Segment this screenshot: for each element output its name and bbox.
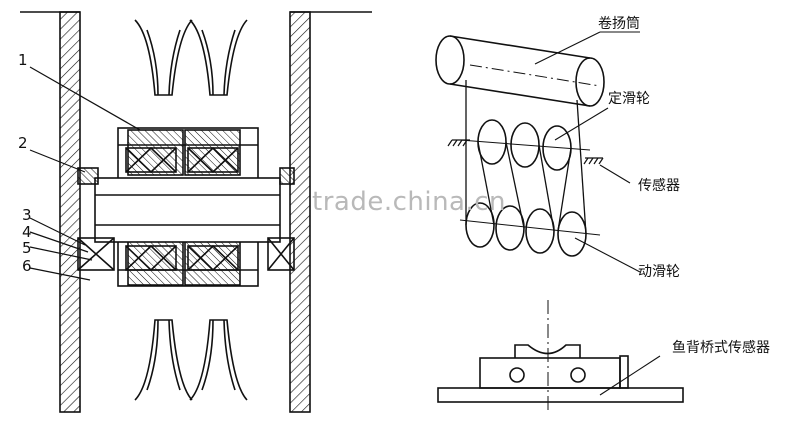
label-sensor: 传感器 [638, 177, 680, 194]
label-fixed-pulley: 定滑轮 [608, 90, 650, 107]
bearing-lower-left [125, 244, 177, 272]
callout-2: 2 [18, 134, 28, 152]
right-side-plate [289, 11, 372, 413]
fixed-pulleys [459, 119, 591, 171]
callout-leaders [29, 66, 141, 281]
bearing-upper-right [187, 146, 239, 174]
callout-1: 1 [18, 51, 28, 69]
callout-4: 4 [22, 223, 32, 241]
callout-3: 3 [22, 206, 32, 224]
fishback-sensor [437, 300, 684, 410]
sheave-right [184, 19, 248, 401]
callout-labels: 1 2 3 4 5 6 [18, 51, 32, 275]
end-cap-right [267, 167, 295, 271]
sheave-left [127, 19, 193, 401]
end-cap-left [77, 167, 115, 271]
label-fishback-sensor: 鱼背桥式传感器 [672, 339, 770, 356]
support-sensor [583, 157, 604, 165]
winch-drum [435, 35, 605, 107]
left-side-plate [20, 11, 81, 413]
right-winch-schematic [435, 31, 684, 410]
left-pulley-section [20, 11, 372, 413]
callout-5: 5 [22, 239, 32, 257]
bearing-upper-left [125, 146, 177, 174]
callout-6: 6 [22, 257, 32, 275]
axle [94, 177, 281, 243]
right-labels: 卷扬筒 定滑轮 传感器 动滑轮 鱼背桥式传感器 [598, 15, 770, 356]
label-drum: 卷扬筒 [598, 15, 640, 32]
bearing-lower-right [187, 244, 239, 272]
watermark: trade.china.cn [312, 187, 506, 217]
support-left [447, 139, 470, 147]
label-leaders [534, 31, 661, 396]
label-moving-pulley: 动滑轮 [638, 263, 680, 280]
ropes [465, 80, 587, 235]
